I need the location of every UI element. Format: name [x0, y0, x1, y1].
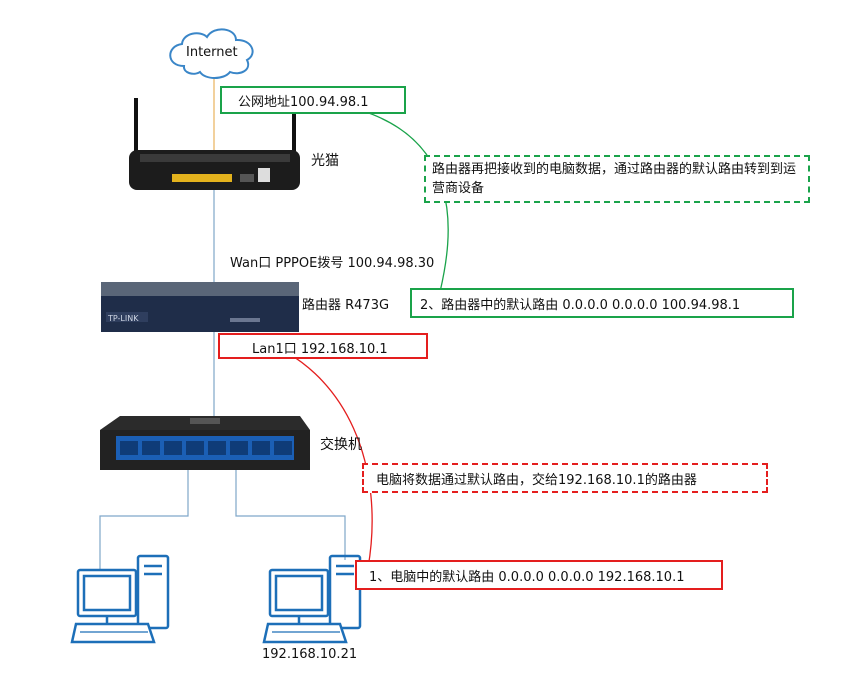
modem-label: 光猫 — [311, 153, 339, 169]
cloud-icon — [169, 28, 254, 79]
public-address-text: 公网地址100.94.98.1 — [238, 95, 369, 110]
computer-icon — [70, 554, 170, 644]
router-route-box: 2、路由器中的默认路由 0.0.0.0 0.0.0.0 100.94.98.1 — [410, 288, 794, 318]
router-brand-text: TP-LINK — [107, 314, 139, 323]
pc-forward-text: 电脑将数据通过默认路由，交给192.168.10.1的路由器 — [376, 473, 697, 488]
public-address-box: 公网地址100.94.98.1 — [220, 86, 406, 114]
switch-label: 交换机 — [320, 437, 362, 453]
router-label: 路由器 R473G — [302, 298, 390, 313]
router-forward-text: 路由器再把接收到的电脑数据，通过路由器的默认路由转到到运营商设备 — [432, 162, 797, 196]
router-forward-note: 路由器再把接收到的电脑数据，通过路由器的默认路由转到到运营商设备 — [424, 155, 810, 203]
lan-address-text: Lan1口 192.168.10.1 — [252, 342, 388, 357]
wan-label: Wan口 PPPOE拨号 100.94.98.30 — [230, 256, 435, 271]
cloud-label: Internet — [186, 45, 238, 60]
router-icon: TP-LINK — [101, 282, 299, 332]
switch-icon — [100, 416, 310, 470]
link-switch-pc2 — [235, 470, 346, 560]
lan-address-box: Lan1口 192.168.10.1 — [218, 333, 428, 359]
pc-ip-label: 192.168.10.21 — [262, 647, 358, 662]
computer-icon — [262, 554, 362, 644]
pc-forward-note: 电脑将数据通过默认路由，交给192.168.10.1的路由器 — [362, 463, 768, 493]
pc-route-box: 1、电脑中的默认路由 0.0.0.0 0.0.0.0 192.168.10.1 — [355, 560, 723, 590]
link-switch-pc1 — [99, 470, 189, 578]
modem-icon — [129, 98, 300, 190]
router-route-text: 2、路由器中的默认路由 0.0.0.0 0.0.0.0 100.94.98.1 — [420, 298, 741, 313]
pc-route-text: 1、电脑中的默认路由 0.0.0.0 0.0.0.0 192.168.10.1 — [369, 570, 685, 585]
